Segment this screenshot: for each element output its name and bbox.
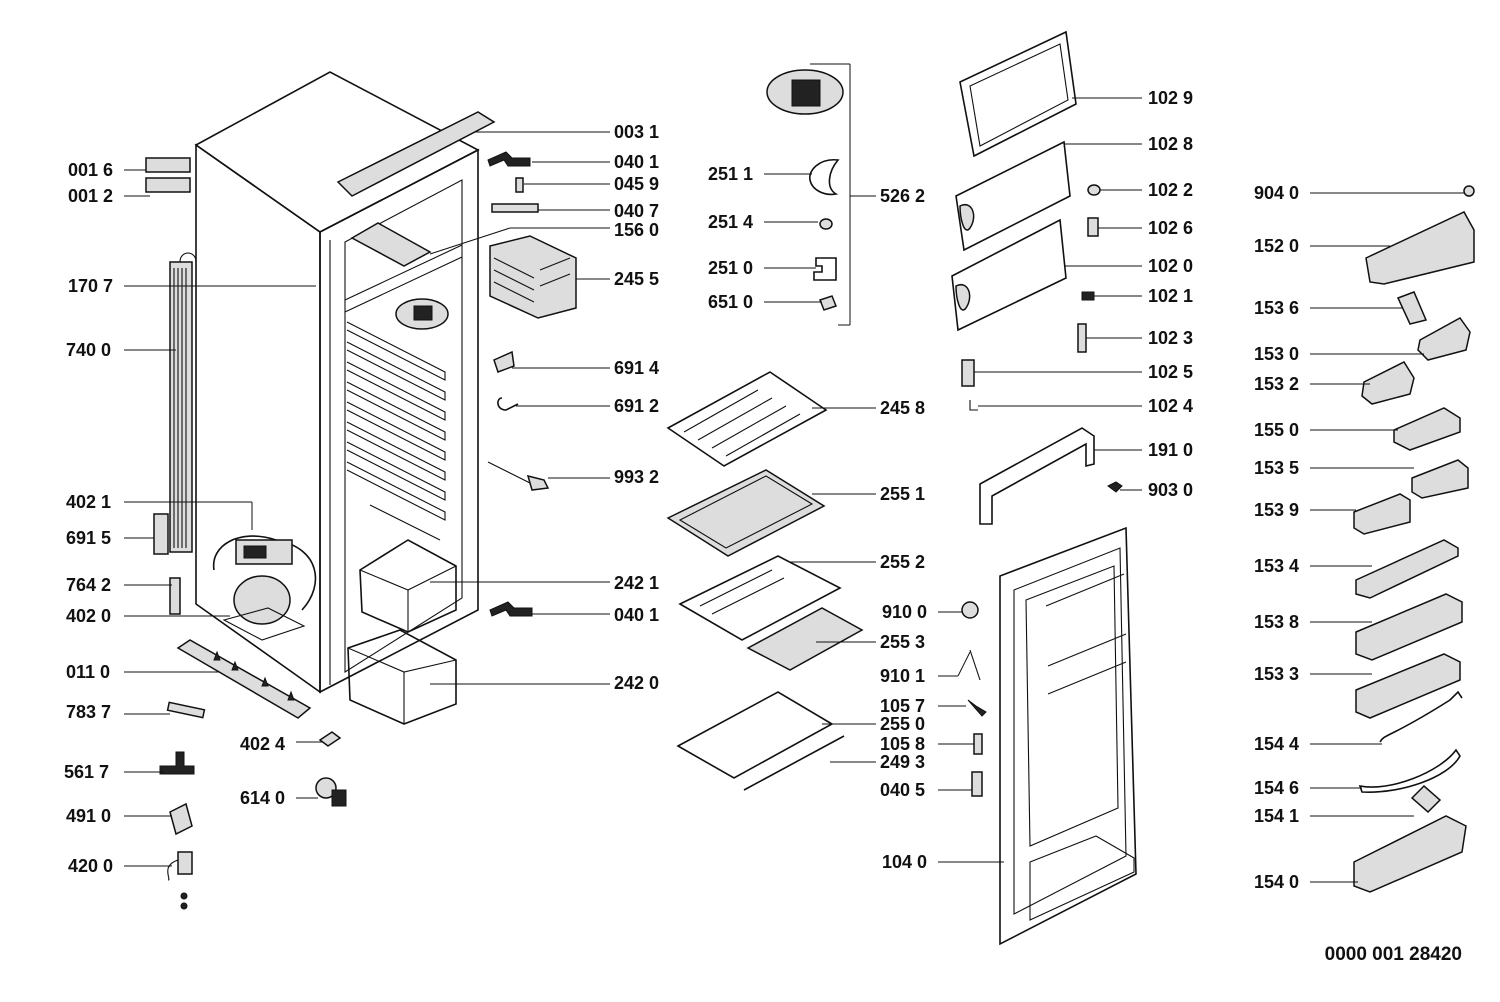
part-label-156-0: 156 0 — [614, 220, 660, 240]
part-label-910-0: 910 0 — [882, 602, 928, 622]
part-label-001-2: 001 2 — [68, 186, 114, 206]
part-label-526-2: 526 2 — [880, 186, 926, 206]
freezer-door-parts — [951, 30, 1123, 525]
part-label-614-0: 614 0 — [240, 788, 286, 808]
shelves — [666, 371, 864, 791]
part-label-910-1: 910 1 — [880, 666, 926, 686]
cabinet-body — [169, 71, 496, 725]
part-label-255-1: 255 1 — [880, 484, 926, 504]
part-label-155-0: 155 0 — [1254, 420, 1300, 440]
part-label-402-4: 402 4 — [240, 734, 286, 754]
part-label-102-0: 102 0 — [1148, 256, 1194, 276]
part-label-102-4: 102 4 — [1148, 396, 1194, 416]
part-label-102-5: 102 5 — [1148, 362, 1194, 382]
part-label-903-0: 903 0 — [1148, 480, 1194, 500]
part-label-904-0: 904 0 — [1254, 183, 1300, 203]
part-label-040-1-top: 040 1 — [614, 152, 660, 172]
part-label-102-8: 102 8 — [1148, 134, 1194, 154]
part-label-102-3: 102 3 — [1148, 328, 1194, 348]
light-cover-group — [766, 63, 851, 326]
part-label-153-0: 153 0 — [1254, 344, 1300, 364]
part-label-691-5: 691 5 — [66, 528, 112, 548]
part-label-105-7: 105 7 — [880, 696, 926, 716]
part-label-154-6: 154 6 — [1254, 778, 1300, 798]
part-label-245-8: 245 8 — [880, 398, 926, 418]
part-label-154-1: 154 1 — [1254, 806, 1300, 826]
part-label-153-2: 153 2 — [1254, 374, 1300, 394]
left-small-parts — [145, 157, 347, 910]
part-label-153-3: 153 3 — [1254, 664, 1300, 684]
part-label-154-0: 154 0 — [1254, 872, 1300, 892]
part-label-255-2: 255 2 — [880, 552, 926, 572]
part-label-561-7: 561 7 — [64, 762, 110, 782]
part-label-255-0: 255 0 — [880, 714, 926, 734]
part-label-251-0: 251 0 — [708, 258, 754, 278]
part-label-102-2: 102 2 — [1148, 180, 1194, 200]
part-label-102-1: 102 1 — [1148, 286, 1194, 306]
part-label-491-0: 491 0 — [66, 806, 112, 826]
part-label-402-0: 402 0 — [66, 606, 112, 626]
part-label-242-0: 242 0 — [614, 673, 660, 693]
part-label-691-2: 691 2 — [614, 396, 660, 416]
part-label-255-3: 255 3 — [880, 632, 926, 652]
part-label-153-9: 153 9 — [1254, 500, 1300, 520]
part-label-040-5: 040 5 — [880, 780, 926, 800]
part-label-153-5: 153 5 — [1254, 458, 1300, 478]
part-label-993-2: 993 2 — [614, 467, 660, 487]
part-label-011-0: 011 0 — [66, 662, 111, 682]
door-shelf-parts — [1353, 185, 1475, 893]
fridge-door — [961, 526, 1137, 946]
part-label-154-4: 154 4 — [1254, 734, 1300, 754]
part-label-102-6: 102 6 — [1148, 218, 1194, 238]
part-label-740-0: 740 0 — [66, 340, 112, 360]
part-label-001-6: 001 6 — [68, 160, 114, 180]
part-label-191-0: 191 0 — [1148, 440, 1194, 460]
part-label-242-1: 242 1 — [614, 573, 660, 593]
part-label-691-4: 691 4 — [614, 358, 660, 378]
part-label-420-0: 420 0 — [68, 856, 114, 876]
leader-lines — [124, 97, 1464, 883]
part-label-003-1: 003 1 — [614, 122, 660, 142]
part-label-040-7: 040 7 — [614, 201, 660, 221]
part-label-040-1-lower: 040 1 — [614, 605, 660, 625]
part-label-152-0: 152 0 — [1254, 236, 1300, 256]
part-label-651-0: 651 0 — [708, 292, 754, 312]
part-label-783-7: 783 7 — [66, 702, 112, 722]
part-label-251-4: 251 4 — [708, 212, 754, 232]
part-label-105-8: 105 8 — [880, 734, 926, 754]
part-label-251-1: 251 1 — [708, 164, 754, 184]
part-label-249-3: 249 3 — [880, 752, 926, 772]
part-label-153-4: 153 4 — [1254, 556, 1300, 576]
part-label-153-8: 153 8 — [1254, 612, 1300, 632]
part-label-153-6: 153 6 — [1254, 298, 1300, 318]
part-label-402-1: 402 1 — [66, 492, 112, 512]
drawing-code: 0000 001 28420 — [1324, 944, 1462, 965]
part-label-245-5: 245 5 — [614, 269, 660, 289]
part-label-764-2: 764 2 — [66, 575, 112, 595]
part-label-102-9: 102 9 — [1148, 88, 1194, 108]
middle-small-parts — [487, 151, 577, 617]
part-label-045-9: 045 9 — [614, 174, 660, 194]
part-label-170-7: 170 7 — [68, 276, 114, 296]
part-label-104-0: 104 0 — [882, 852, 928, 872]
